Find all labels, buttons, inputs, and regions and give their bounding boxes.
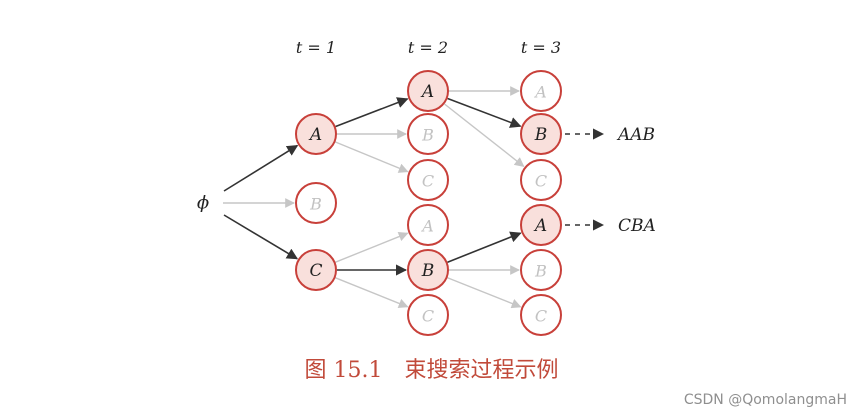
node-t2-B1: B bbox=[407, 113, 449, 155]
edge-t2-A1-to-t3-B1 bbox=[447, 97, 522, 128]
edge-phi-to-t1-C bbox=[223, 214, 299, 260]
node-t3-B2: B bbox=[520, 249, 562, 291]
node-label: A bbox=[420, 82, 434, 102]
node-t3-C1: C bbox=[520, 159, 562, 201]
node-label: B bbox=[534, 125, 548, 145]
edges-layer bbox=[223, 86, 525, 309]
node-circle bbox=[520, 113, 562, 155]
node-label: A bbox=[420, 217, 434, 236]
time-label-t1: t = 1 bbox=[296, 38, 336, 57]
edge-t2-B2-to-t3-A2 bbox=[447, 231, 522, 263]
node-label: B bbox=[309, 195, 322, 214]
node-circle bbox=[407, 204, 449, 246]
start-symbol: ϕ bbox=[197, 193, 209, 214]
node-t1-C: C bbox=[295, 249, 337, 291]
edge-t1-C-to-t2-C2 bbox=[335, 277, 409, 309]
node-circle bbox=[295, 113, 337, 155]
node-circle bbox=[520, 249, 562, 291]
node-label: A bbox=[533, 216, 547, 236]
node-t2-B2: B bbox=[407, 249, 449, 291]
time-label-t2: t = 2 bbox=[408, 38, 448, 57]
node-label: C bbox=[535, 307, 547, 326]
node-circle bbox=[407, 249, 449, 291]
node-t3-B1: B bbox=[520, 113, 562, 155]
node-label: B bbox=[534, 262, 547, 281]
node-label: A bbox=[533, 83, 547, 102]
nodes-layer: A B C A B C A B C A B C A B C bbox=[295, 70, 562, 336]
node-t3-A1: A bbox=[520, 70, 562, 112]
edge-t2-B2-to-t3-C2 bbox=[447, 277, 522, 309]
node-circle bbox=[407, 294, 449, 336]
node-circle bbox=[295, 249, 337, 291]
edge-t1-C-to-t2-A2 bbox=[335, 231, 409, 263]
node-t3-C2: C bbox=[520, 294, 562, 336]
result-sequence-2: CBA bbox=[618, 216, 656, 236]
node-t3-A2: A bbox=[520, 204, 562, 246]
node-circle bbox=[520, 294, 562, 336]
node-t2-A1: A bbox=[407, 70, 449, 112]
watermark: CSDN @QomolangmaH bbox=[683, 392, 847, 408]
node-circle bbox=[407, 159, 449, 201]
node-label: B bbox=[421, 261, 435, 281]
node-circle bbox=[520, 204, 562, 246]
node-label: B bbox=[421, 126, 434, 145]
edge-t1-A-to-t2-A1 bbox=[335, 97, 409, 128]
node-label: A bbox=[308, 125, 322, 145]
node-label: C bbox=[535, 172, 547, 191]
node-t1-B: B bbox=[295, 182, 337, 224]
node-t1-A: A bbox=[295, 113, 337, 155]
edge-t1-A-to-t2-C1 bbox=[335, 141, 409, 173]
node-circle bbox=[520, 70, 562, 112]
node-t2-A2: A bbox=[407, 204, 449, 246]
edge-phi-to-t1-A bbox=[223, 144, 299, 192]
node-circle bbox=[407, 70, 449, 112]
edge-t2-A1-to-t3-C1 bbox=[444, 103, 525, 167]
node-t2-C1: C bbox=[407, 159, 449, 201]
node-circle bbox=[407, 113, 449, 155]
result-sequence-1: AAB bbox=[616, 125, 655, 145]
node-t2-C2: C bbox=[407, 294, 449, 336]
node-circle bbox=[295, 182, 337, 224]
node-label: C bbox=[422, 172, 434, 191]
time-label-t3: t = 3 bbox=[521, 38, 561, 57]
results-layer: AAB CBA bbox=[565, 125, 656, 236]
node-label: C bbox=[309, 261, 322, 281]
node-label: C bbox=[422, 307, 434, 326]
node-circle bbox=[520, 159, 562, 201]
figure-caption: 图 15.1 束搜索过程示例 bbox=[304, 358, 559, 383]
